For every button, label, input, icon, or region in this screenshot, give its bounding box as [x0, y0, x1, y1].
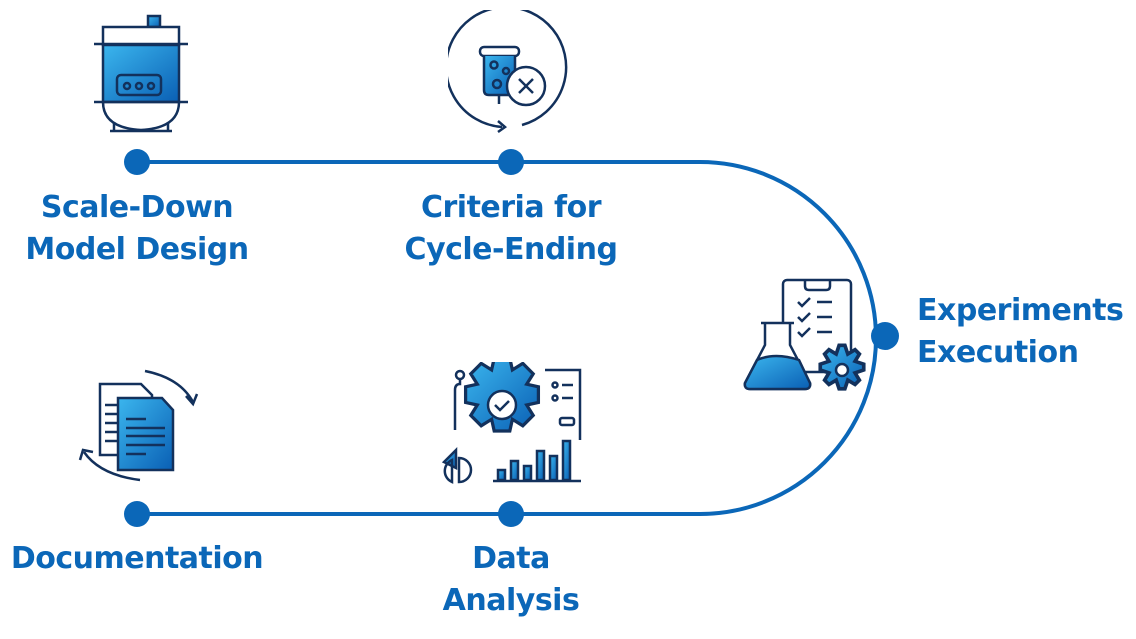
step-label-line: Documentation [10, 541, 264, 576]
step-label-line: Criteria for [420, 190, 602, 225]
step-label-line: Execution [917, 335, 1079, 370]
step-label-data-analysis: Data Analysis [386, 538, 636, 622]
step-label-line: Scale-Down [40, 190, 234, 225]
test-tube-cancel-cycle-icon [448, 10, 568, 134]
step-label-scale-down: Scale-Down Model Design [12, 187, 262, 271]
step-node-documentation[interactable] [124, 501, 150, 527]
step-node-criteria[interactable] [498, 149, 524, 175]
step-label-line: Cycle-Ending [404, 232, 618, 267]
gear-check-chart-icon [441, 362, 582, 484]
step-label-criteria: Criteria for Cycle-Ending [386, 187, 636, 271]
step-label-line: Analysis [442, 583, 580, 618]
step-label-line: Experiments [917, 293, 1124, 328]
flask-checklist-gear-icon [743, 278, 866, 391]
step-label-line: Data [472, 541, 550, 576]
step-label-experiments: Experiments Execution [917, 290, 1124, 374]
reactor-vessel-icon [94, 14, 188, 133]
step-label-documentation: Documentation [0, 538, 274, 580]
documents-sync-icon [78, 369, 199, 482]
step-node-experiments[interactable] [871, 322, 899, 350]
step-node-data-analysis[interactable] [498, 501, 524, 527]
step-label-line: Model Design [25, 232, 249, 267]
step-node-scale-down[interactable] [124, 149, 150, 175]
